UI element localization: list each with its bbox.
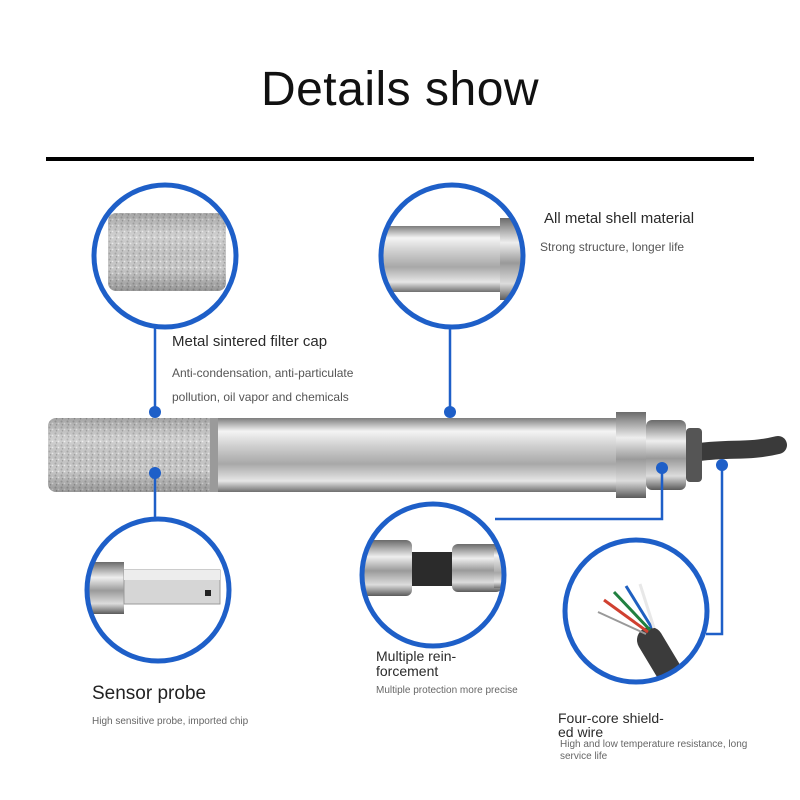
wire-title-line2: ed wire [558,724,604,740]
reinforcement-desc: Multiple protection more precise [376,685,518,696]
page-title: Details show [260,63,540,116]
shell-title: All metal shell material [544,210,695,227]
metal-shell-closeup [378,182,526,330]
filter-cap-desc-line1: Anti-condensation, anti-particulate [172,366,354,380]
filter-cap-title: Metal sintered filter cap [172,333,328,350]
wire-desc-line2: service life [560,751,608,762]
connector-dots [149,406,728,479]
filter-cap-desc-line2: pollution, oil vapor and chemicals [172,390,349,404]
sensor-body [48,412,787,498]
probe-title: Sensor probe [92,683,207,704]
reinforcement-closeup [359,501,507,649]
probe-desc: High sensitive probe, imported chip [92,716,249,727]
reinforcement-title-line1: Multiple rein- [376,648,457,664]
title-divider [46,157,754,161]
reinforcement-title-line2: forcement [376,663,439,679]
shell-desc: Strong structure, longer life [540,240,685,254]
shielded-wire-closeup [562,537,710,685]
filter-cap-closeup [91,182,239,330]
sensor-probe-closeup [84,516,232,664]
callout-connectors [153,326,724,636]
wire-title-line1: Four-core shield- [558,710,664,726]
wire-desc-line1: High and low temperature resistance, lon… [560,739,748,750]
